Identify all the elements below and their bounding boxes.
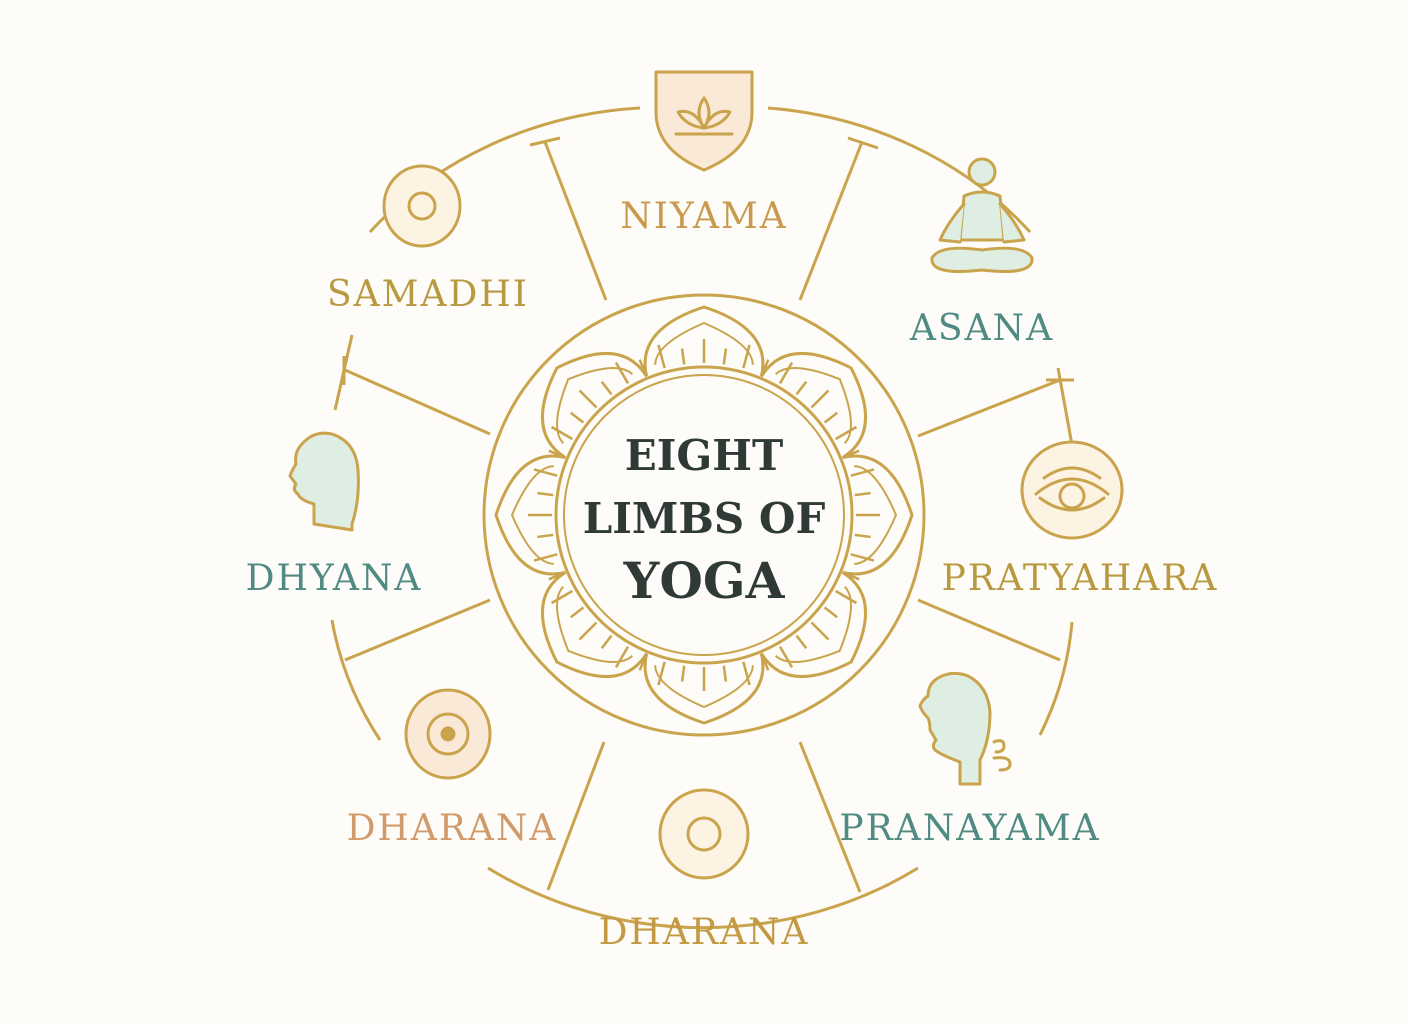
- limb-label-pratyahara: PRATYAHARA: [942, 558, 1219, 599]
- mandala-ray: [795, 634, 808, 650]
- spoke-bottom-left: [546, 741, 606, 891]
- mandala-ray: [761, 654, 770, 671]
- mandala-ray: [638, 654, 647, 671]
- mandala-ray: [550, 589, 573, 605]
- outer-arc-left-lower: [330, 619, 382, 741]
- breath-head-icon: [918, 671, 1012, 786]
- limb-label-niyama: NIYAMA: [620, 196, 788, 237]
- mandala-ray: [810, 389, 830, 409]
- lotus-petal: [540, 351, 648, 459]
- mandala-ray: [638, 359, 647, 376]
- mandala-ray: [778, 361, 794, 384]
- spoke-right-upper: [917, 378, 1061, 438]
- mandala-ray: [533, 468, 558, 477]
- mandala-ray: [742, 661, 751, 686]
- mandala-ray: [569, 411, 585, 424]
- limb-labels: NIYAMA ASANA PRATYAHARA PRANAYAMA DHARAN…: [246, 196, 1219, 953]
- mandala-ray: [722, 665, 728, 682]
- limb-label-dharana-left: DHARANA: [347, 808, 558, 849]
- spoke-bottom-right: [798, 741, 862, 893]
- mandala-ray: [537, 491, 554, 497]
- center-title-line1: EIGHT: [625, 431, 783, 480]
- mandala-ray: [600, 380, 613, 396]
- meditation-pose-icon: [930, 157, 1034, 273]
- mandala-ray: [795, 380, 808, 396]
- spoke-top-right-tick: [847, 136, 879, 150]
- mandala-ray: [548, 449, 565, 458]
- mandala-ray: [548, 572, 565, 581]
- lotus-petal: [643, 653, 765, 725]
- lotus-shield-icon: [654, 70, 754, 172]
- mandala-ray: [761, 359, 770, 376]
- mandala-ray: [614, 646, 630, 669]
- mandala-ray: [657, 344, 666, 369]
- limb-label-asana: ASANA: [909, 308, 1054, 349]
- center-title-line3: YOGA: [623, 551, 786, 610]
- mandala-ray: [722, 348, 728, 365]
- mandala-ray: [742, 344, 751, 369]
- mandala-ray: [600, 634, 613, 650]
- mandala-inner-ring: [563, 374, 845, 656]
- lotus-petal: [842, 454, 914, 576]
- mandala-ray: [823, 606, 839, 619]
- mandala-ray: [810, 621, 830, 641]
- spoke-top-left: [543, 141, 608, 301]
- limb-label-samadhi: SAMADHI: [327, 274, 529, 315]
- lotus-petal: [494, 454, 566, 576]
- ring-icon: [658, 788, 750, 880]
- spoke-right-lower: [917, 598, 1061, 662]
- limb-icons: [288, 70, 1124, 880]
- spoke-left-upper: [344, 368, 491, 436]
- mandala-ray: [537, 533, 554, 539]
- mandala-ray: [854, 533, 871, 539]
- spoke-top-left-tick: [529, 136, 561, 147]
- lotus-petal: [643, 305, 765, 377]
- mandala-ray: [569, 606, 585, 619]
- mandala-rays: [528, 339, 880, 691]
- mandala-ray: [533, 553, 558, 562]
- mandala-outer-circle: [482, 293, 926, 737]
- mandala-ray: [657, 661, 666, 686]
- lotus-petal: [760, 571, 868, 679]
- spoke-left-lower: [344, 598, 491, 662]
- mandala-ray: [850, 553, 875, 562]
- mandala-ray: [843, 572, 860, 581]
- mandala-ray: [854, 491, 871, 497]
- outer-arc-right-lower: [1038, 621, 1074, 736]
- ring-icon: [382, 164, 462, 248]
- mandala-ray: [835, 425, 858, 441]
- central-mandala: [482, 293, 926, 737]
- mandala-ray: [843, 449, 860, 458]
- center-title-line2: LIMBS OF: [583, 494, 826, 543]
- eye-icon: [1020, 440, 1124, 540]
- mandala-ray: [680, 665, 686, 682]
- lotus-petal: [760, 351, 868, 459]
- center-title: EIGHT LIMBS OF YOGA: [583, 431, 826, 610]
- mandala-inner-circle: [554, 365, 854, 665]
- limb-label-dharana-bottom: DHARANA: [599, 912, 810, 953]
- mandala-ray: [578, 389, 598, 409]
- spokes: [342, 136, 1074, 893]
- mandala-ray: [778, 646, 794, 669]
- mandala-ray: [850, 468, 875, 477]
- limb-label-dhyana: DHYANA: [246, 558, 423, 599]
- head-profile-icon: [288, 431, 360, 532]
- target-dot-icon: [404, 688, 492, 780]
- mandala-ray: [578, 621, 598, 641]
- mandala-ray: [835, 589, 858, 605]
- mandala-ray: [614, 361, 630, 384]
- lotus-petal: [540, 571, 648, 679]
- outer-arc-bottom: [487, 866, 919, 930]
- limb-label-pranayama: PRANAYAMA: [839, 808, 1100, 849]
- mandala-ray: [550, 425, 573, 441]
- spoke-top-right: [798, 141, 864, 301]
- mandala-ray: [823, 411, 839, 424]
- mandala-ray: [680, 348, 686, 365]
